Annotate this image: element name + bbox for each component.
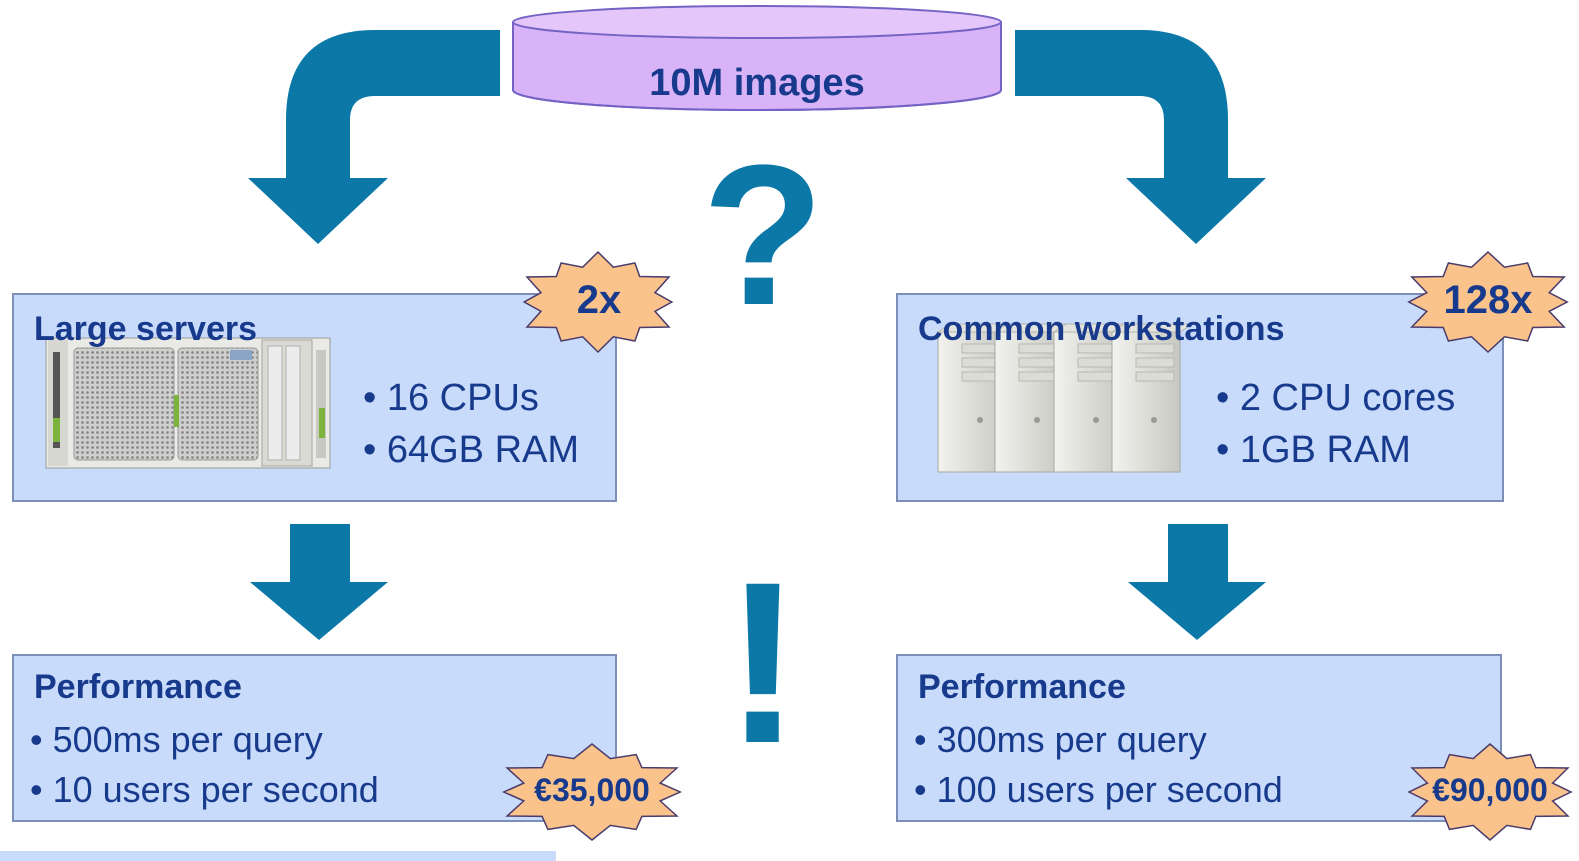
price-label-right: €90,000 <box>1432 772 1548 808</box>
multiplier-starburst-right-front <box>1407 250 1569 354</box>
workstation-tower-icon <box>1052 323 1136 473</box>
curved-arrow-right-icon <box>1015 30 1266 244</box>
multiplier-starburst-left-front <box>522 250 674 354</box>
performance-item-right-1: • 300ms per query <box>914 719 1207 760</box>
workstation-tower-icon <box>993 323 1077 473</box>
down-arrow-left-icon <box>250 524 388 640</box>
performance-box-right <box>896 654 1502 822</box>
performance-item-left-2: • 10 users per second <box>30 769 379 810</box>
large-servers-title: Large servers <box>34 310 258 348</box>
large-servers-spec-1: • 16 CPUs <box>363 377 539 419</box>
database-icon <box>512 5 1002 111</box>
multiplier-label-left: 2x <box>576 278 622 322</box>
common-workstations-title: Common workstations <box>918 310 1285 348</box>
workstations-spec-2: • 1GB RAM <box>1216 429 1411 471</box>
multiplier-label-right: 128x <box>1443 278 1533 322</box>
performance-title-left: Performance <box>34 668 242 706</box>
curved-arrow-left-icon <box>248 30 500 244</box>
workstations-image-front <box>936 323 1194 473</box>
database-label: 10M images <box>649 62 865 104</box>
performance-item-left-1: • 500ms per query <box>30 719 323 760</box>
down-arrow-right-icon <box>1128 524 1266 640</box>
price-starburst-right-front <box>1407 743 1573 841</box>
performance-item-right-2: • 100 users per second <box>914 769 1283 810</box>
workstation-tower-icon <box>1110 323 1194 473</box>
question-mark-icon: ? <box>702 124 824 347</box>
performance-title-right: Performance <box>918 668 1126 706</box>
price-starburst-left-front <box>501 743 683 841</box>
exclamation-mark-icon: ! <box>725 534 802 791</box>
server-image-front <box>45 337 331 469</box>
workstations-spec-1: • 2 CPU cores <box>1216 377 1456 419</box>
bottom-strip <box>0 851 556 861</box>
price-label-left: €35,000 <box>534 772 650 808</box>
large-servers-spec-2: • 64GB RAM <box>363 429 580 471</box>
